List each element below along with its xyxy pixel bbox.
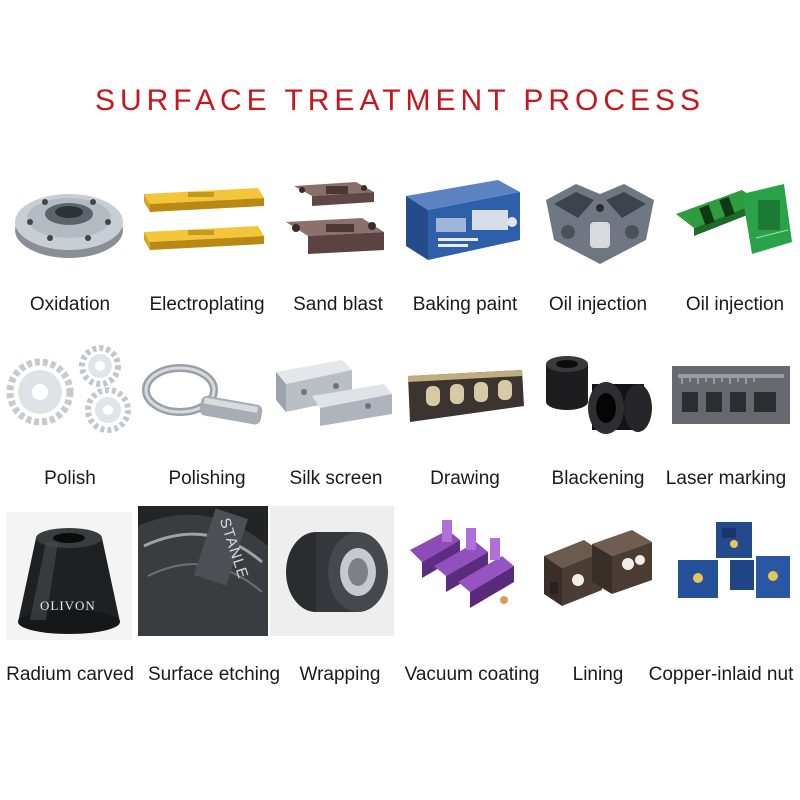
slotted-plate-icon xyxy=(404,366,528,426)
item-label: Copper-inlaid nut xyxy=(648,664,794,685)
item-label: Vacuum coating xyxy=(404,664,540,685)
brown-blocks-icon xyxy=(540,526,660,610)
item-label: Wrapping xyxy=(299,664,381,685)
etched-cover-icon: STANLE xyxy=(138,506,268,636)
item-label: Oil injection xyxy=(548,294,648,315)
green-circuit-board-icon xyxy=(672,180,794,268)
brand-engraving: OLIVON xyxy=(40,598,96,613)
item-label: Radium carved xyxy=(6,664,134,685)
gold-plated-bar-icon xyxy=(140,180,268,256)
purple-clamps-icon xyxy=(404,510,530,614)
engine-block-icon xyxy=(538,178,662,270)
bronze-bracket-icon xyxy=(282,178,390,266)
grey-scale-plate-icon xyxy=(668,360,794,430)
blue-panel-icon xyxy=(402,176,526,272)
item-label: Oxidation xyxy=(29,294,111,315)
item-label: Silk screen xyxy=(289,468,383,489)
item-label: Sand blast xyxy=(293,294,383,315)
item-label: Laser marking xyxy=(665,468,787,489)
item-label: Baking paint xyxy=(412,294,518,315)
item-label: Polishing xyxy=(168,468,246,489)
bearing-roller-icon xyxy=(270,506,394,636)
item-label: Blackening xyxy=(551,468,645,489)
black-bushings-icon xyxy=(540,350,660,442)
black-cone-icon: OLIVON xyxy=(6,512,132,640)
item-label: Lining xyxy=(572,664,624,685)
item-label: Polish xyxy=(44,468,96,489)
item-label: Surface etching xyxy=(147,664,281,685)
silver-blocks-icon xyxy=(272,356,394,428)
blue-blocks-icon xyxy=(670,516,794,612)
aluminum-chuck-icon xyxy=(10,172,128,264)
item-label: Oil injection xyxy=(685,294,785,315)
item-label: Electroplating xyxy=(149,294,265,315)
page-title: SURFACE TREATMENT PROCESS xyxy=(94,84,706,117)
steel-ring-handle-icon xyxy=(140,360,268,436)
silver-gears-icon xyxy=(4,344,132,436)
item-label: Drawing xyxy=(430,468,500,489)
